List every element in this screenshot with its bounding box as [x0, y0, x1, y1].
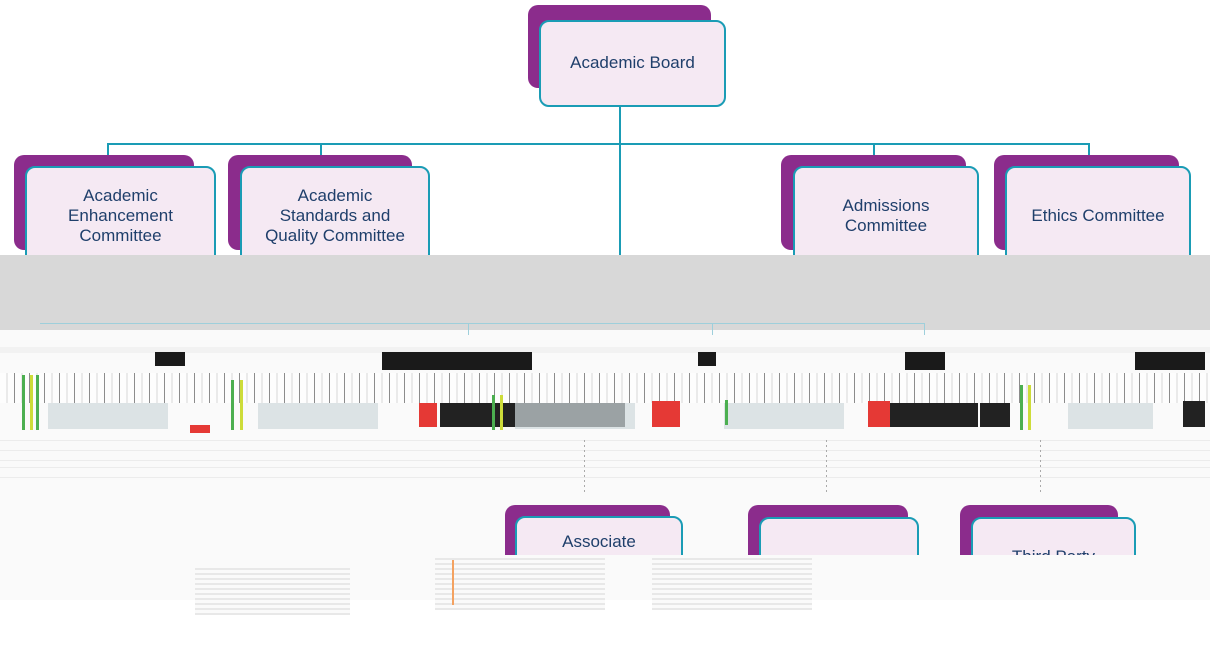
org-node-admissions[interactable]: Admissions Committee: [781, 155, 981, 266]
org-node-academic-enhancement[interactable]: Academic Enhancement Committee: [14, 155, 218, 266]
org-node-unlabeled[interactable]: [748, 505, 928, 555]
node-label: Academic Standards and Quality Committee: [240, 166, 430, 266]
org-node-academic-board[interactable]: Academic Board: [528, 5, 728, 107]
node-label: Ethics Committee: [1005, 166, 1191, 266]
org-node-third-party[interactable]: Third Party: [960, 505, 1140, 555]
corrupted-render-region: [0, 255, 1210, 655]
connector-drop-4: [1088, 143, 1090, 157]
node-label: Academic Board: [539, 20, 726, 107]
connector-drop-2: [320, 143, 322, 157]
connector-drop-1: [107, 143, 109, 157]
node-label: [759, 517, 919, 555]
node-label: Third Party: [971, 517, 1136, 555]
node-label: Academic Enhancement Committee: [25, 166, 216, 266]
node-label: Admissions Committee: [793, 166, 979, 266]
node-label: Associate Partnership: [515, 516, 683, 555]
org-node-academic-standards[interactable]: Academic Standards and Quality Committee: [228, 155, 432, 266]
connector-center-trunk: [619, 143, 621, 255]
org-node-associate-partnership[interactable]: Associate Partnership: [505, 505, 695, 555]
connector-root-down: [619, 100, 621, 145]
connector-drop-3: [873, 143, 875, 157]
org-node-ethics[interactable]: Ethics Committee: [994, 155, 1198, 266]
connector-horizontal-bar: [107, 143, 1090, 145]
